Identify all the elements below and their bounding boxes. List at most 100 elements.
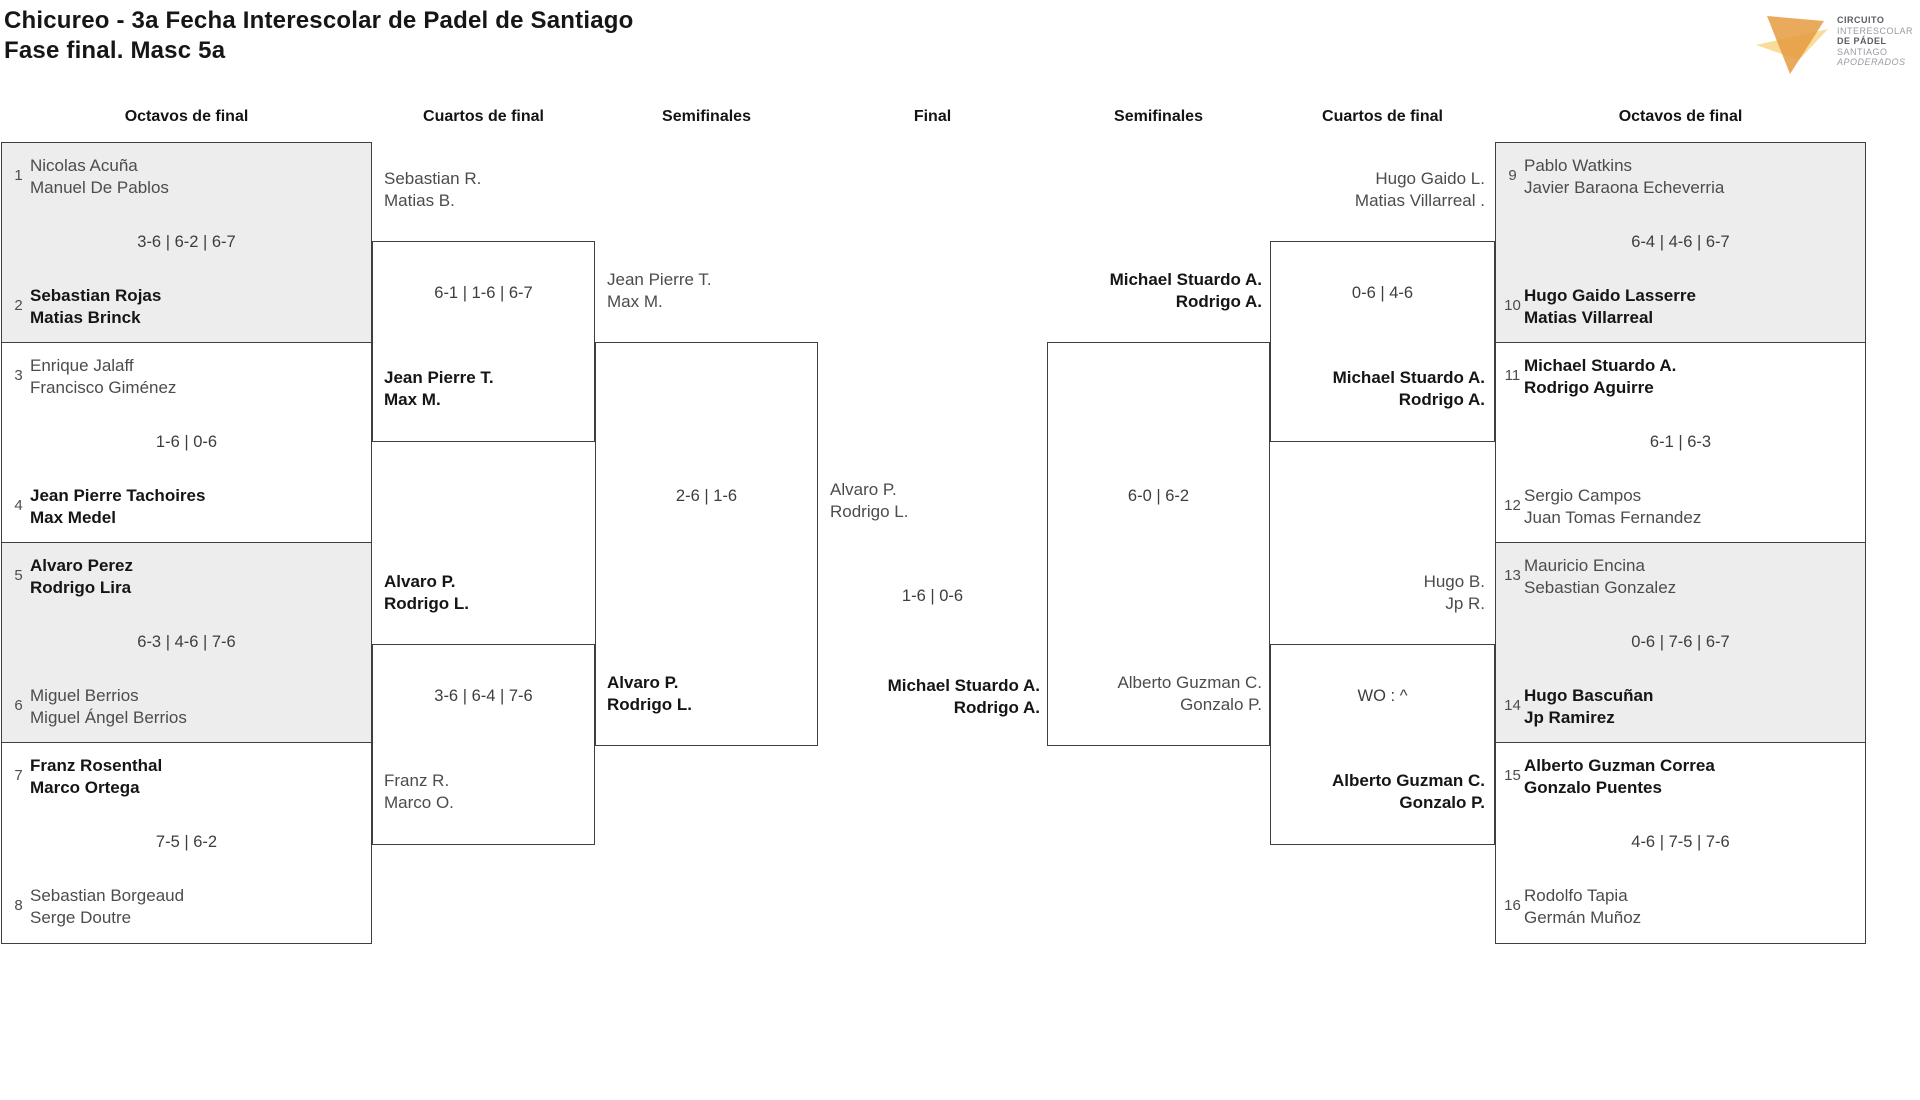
player-name: Enrique Jalaff <box>30 356 134 375</box>
player-name: Jean Pierre Tachoires <box>30 486 206 505</box>
seed-number: 4 <box>14 497 23 514</box>
player-name: Franz R. <box>384 771 450 790</box>
logo-line: DE PÁDEL <box>1837 36 1887 46</box>
logo: CIRCUITO INTERESCOLAR DE PÁDEL SANTIAGO … <box>1753 10 1918 80</box>
team-pair-winner: Franz Rosenthal Marco Ortega <box>30 755 162 799</box>
team-pair: Franz R. Marco O. <box>384 770 454 814</box>
player-name: Hugo Gaido L. <box>1375 169 1485 188</box>
seed-number: 11 <box>1504 367 1521 384</box>
player-name: Rodrigo Aguirre <box>1524 378 1654 397</box>
team-pair: Hugo B. Jp R. <box>1270 571 1485 615</box>
match-box-r16-8[interactable]: 15 Alberto Guzman Correa Gonzalo Puentes… <box>1496 743 1865 943</box>
player-name: Miguel Berrios <box>30 686 139 705</box>
phase-subtitle: Fase final. Masc 5a <box>4 37 226 64</box>
player-name: Jp Ramirez <box>1524 708 1615 727</box>
seed-number: 16 <box>1504 897 1521 914</box>
player-name: Miguel Ángel Berrios <box>30 708 187 727</box>
team-pair-winner: Sebastian Rojas Matias Brinck <box>30 285 161 329</box>
player-name: Jp R. <box>1445 594 1485 613</box>
player-name: Manuel De Pablos <box>30 178 169 197</box>
match-score: 7-5 | 6-2 <box>155 833 218 851</box>
match-box-qf-right-1[interactable] <box>1270 241 1495 442</box>
player-name: Rodrigo L. <box>830 502 909 521</box>
team-pair-winner: Michael Stuardo A. Rodrigo A. <box>818 675 1040 719</box>
seed-number: 1 <box>14 167 23 184</box>
seed-number: 3 <box>14 367 23 384</box>
match-box-r16-2[interactable]: 3 Enrique Jalaff Francisco Giménez 1-6 |… <box>2 343 371 543</box>
player-name: Javier Baraona Echeverria <box>1524 178 1725 197</box>
seed-number: 7 <box>14 767 23 784</box>
player-name: Alberto Guzman C. <box>1331 771 1485 790</box>
player-name: Jean Pierre T. <box>607 270 712 289</box>
match-box-qf-left-2[interactable] <box>372 644 595 845</box>
team-pair: Mauricio Encina Sebastian Gonzalez <box>1524 555 1676 599</box>
logo-text: CIRCUITO INTERESCOLAR DE PÁDEL SANTIAGO … <box>1837 15 1913 68</box>
player-name: Mauricio Encina <box>1524 556 1645 575</box>
team-pair-winner: Jean Pierre T. Max M. <box>384 367 494 411</box>
seed-number: 6 <box>14 697 23 714</box>
round-header-r16-left: Octavos de final <box>124 108 249 125</box>
team-pair: Alvaro P. Rodrigo L. <box>830 479 908 523</box>
round-header-r16-right: Octavos de final <box>1618 108 1743 125</box>
player-name: Jean Pierre T. <box>384 368 494 387</box>
team-pair-winner: Alvaro Perez Rodrigo Lira <box>30 555 133 599</box>
team-pair-winner: Michael Stuardo A. Rodrigo A. <box>1270 367 1485 411</box>
match-box-qf-left-1[interactable] <box>372 241 595 442</box>
team-pair: Sebastian R. Matias B. <box>384 168 481 212</box>
round-header-sf-left: Semifinales <box>662 108 751 125</box>
match-score: 6-0 | 6-2 <box>1127 487 1190 505</box>
match-box-r16-1[interactable]: 1 Nicolas Acuña Manuel De Pablos 3-6 | 6… <box>2 143 371 343</box>
player-name: Juan Tomas Fernandez <box>1524 508 1702 527</box>
match-box-r16-6[interactable]: 11 Michael Stuardo A. Rodrigo Aguirre 6-… <box>1496 343 1865 543</box>
player-name: Gonzalo Puentes <box>1524 778 1662 797</box>
team-pair: Enrique Jalaff Francisco Giménez <box>30 355 176 399</box>
match-score: 2-6 | 1-6 <box>675 487 738 505</box>
team-pair-winner: Michael Stuardo A. Rodrigo A. <box>1055 269 1262 313</box>
match-score: 1-6 | 0-6 <box>901 587 964 605</box>
player-name: Sebastian Gonzalez <box>1524 578 1677 597</box>
match-box-r16-3[interactable]: 5 Alvaro Perez Rodrigo Lira 6-3 | 4-6 | … <box>2 543 371 743</box>
logo-line: INTERESCOLAR <box>1837 25 1914 36</box>
player-name: Nicolas Acuña <box>30 156 138 175</box>
match-score: WO : ^ <box>1357 687 1408 705</box>
match-box-sf-left[interactable] <box>595 342 818 746</box>
match-box-r16-4[interactable]: 7 Franz Rosenthal Marco Ortega 7-5 | 6-2… <box>2 743 371 943</box>
player-name: Sebastian Borgeaud <box>30 886 185 905</box>
round-header-qf-right: Cuartos de final <box>1322 108 1443 125</box>
player-name: Michael Stuardo A. <box>1332 368 1485 387</box>
round-header-qf-left: Cuartos de final <box>423 108 544 125</box>
player-name: Michael Stuardo A. <box>1524 356 1677 375</box>
player-name: Franz Rosenthal <box>30 756 163 775</box>
team-pair: Hugo Gaido L. Matias Villarreal . <box>1270 168 1485 212</box>
player-name: Marco O. <box>384 793 454 812</box>
seed-number: 8 <box>14 897 23 914</box>
tournament-title: Chicureo - 3a Fecha Interescolar de Pade… <box>4 7 634 34</box>
match-box-qf-right-2[interactable] <box>1270 644 1495 845</box>
team-pair-winner: Jean Pierre Tachoires Max Medel <box>30 485 205 529</box>
player-name: Rodrigo L. <box>384 594 469 613</box>
seed-number: 14 <box>1504 697 1521 714</box>
seed-number: 9 <box>1508 167 1517 184</box>
player-name: Alvaro P. <box>830 480 897 499</box>
seed-number: 15 <box>1504 767 1521 784</box>
match-score: 1-6 | 0-6 <box>155 433 218 451</box>
player-name: Matias B. <box>384 191 455 210</box>
team-pair-winner: Alberto Guzman Correa Gonzalo Puentes <box>1524 755 1715 799</box>
r16-right-column: 9 Pablo Watkins Javier Baraona Echeverri… <box>1495 142 1866 944</box>
player-name: Hugo Bascuñan <box>1524 686 1654 705</box>
match-box-sf-right[interactable] <box>1047 342 1270 746</box>
player-name: Alvaro P. <box>607 673 679 692</box>
player-name: Rodrigo A. <box>1175 292 1262 311</box>
player-name: Gonzalo P. <box>1180 695 1262 714</box>
match-box-r16-7[interactable]: 13 Mauricio Encina Sebastian Gonzalez 0-… <box>1496 543 1865 743</box>
player-name: Sebastian Rojas <box>30 286 162 305</box>
match-box-r16-5[interactable]: 9 Pablo Watkins Javier Baraona Echeverri… <box>1496 143 1865 343</box>
player-name: Alvaro P. <box>384 572 456 591</box>
team-pair: Rodolfo Tapia Germán Muñoz <box>1524 885 1641 929</box>
match-score: 6-4 | 4-6 | 6-7 <box>1631 233 1730 251</box>
player-name: Hugo Gaido Lasserre <box>1524 286 1696 305</box>
logo-line: SANTIAGO <box>1837 46 1888 57</box>
team-pair-winner: Alvaro P. Rodrigo L. <box>384 571 469 615</box>
match-score: 3-6 | 6-4 | 7-6 <box>434 687 533 705</box>
player-name: Matias Villarreal . <box>1354 191 1485 210</box>
